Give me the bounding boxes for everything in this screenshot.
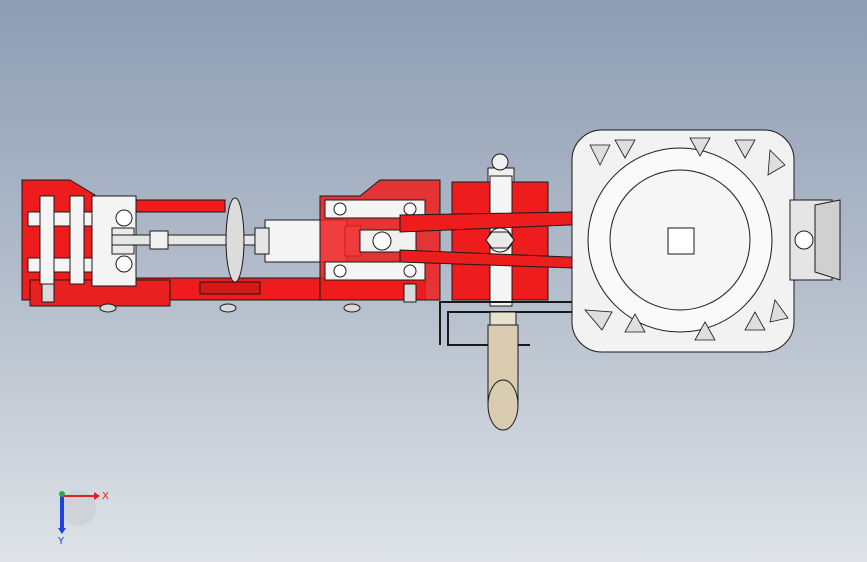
- x-arrow-head: [94, 492, 100, 500]
- piston-rod[interactable]: [111, 197, 273, 283]
- gear-housing[interactable]: [451, 153, 549, 307]
- y-axis-dot: [59, 491, 65, 497]
- triad-background: [60, 490, 96, 526]
- motor-fins: [584, 137, 789, 341]
- motor-housing[interactable]: [571, 129, 841, 353]
- y-axis-label: Y: [57, 536, 65, 547]
- brass-handle[interactable]: [487, 324, 519, 431]
- bottom-bolts: [41, 283, 417, 313]
- x-axis-label: X: [102, 491, 109, 502]
- z-arrow-head: [58, 528, 66, 534]
- coordinate-triad: X Y: [57, 490, 109, 547]
- middle-frame[interactable]: [319, 179, 441, 301]
